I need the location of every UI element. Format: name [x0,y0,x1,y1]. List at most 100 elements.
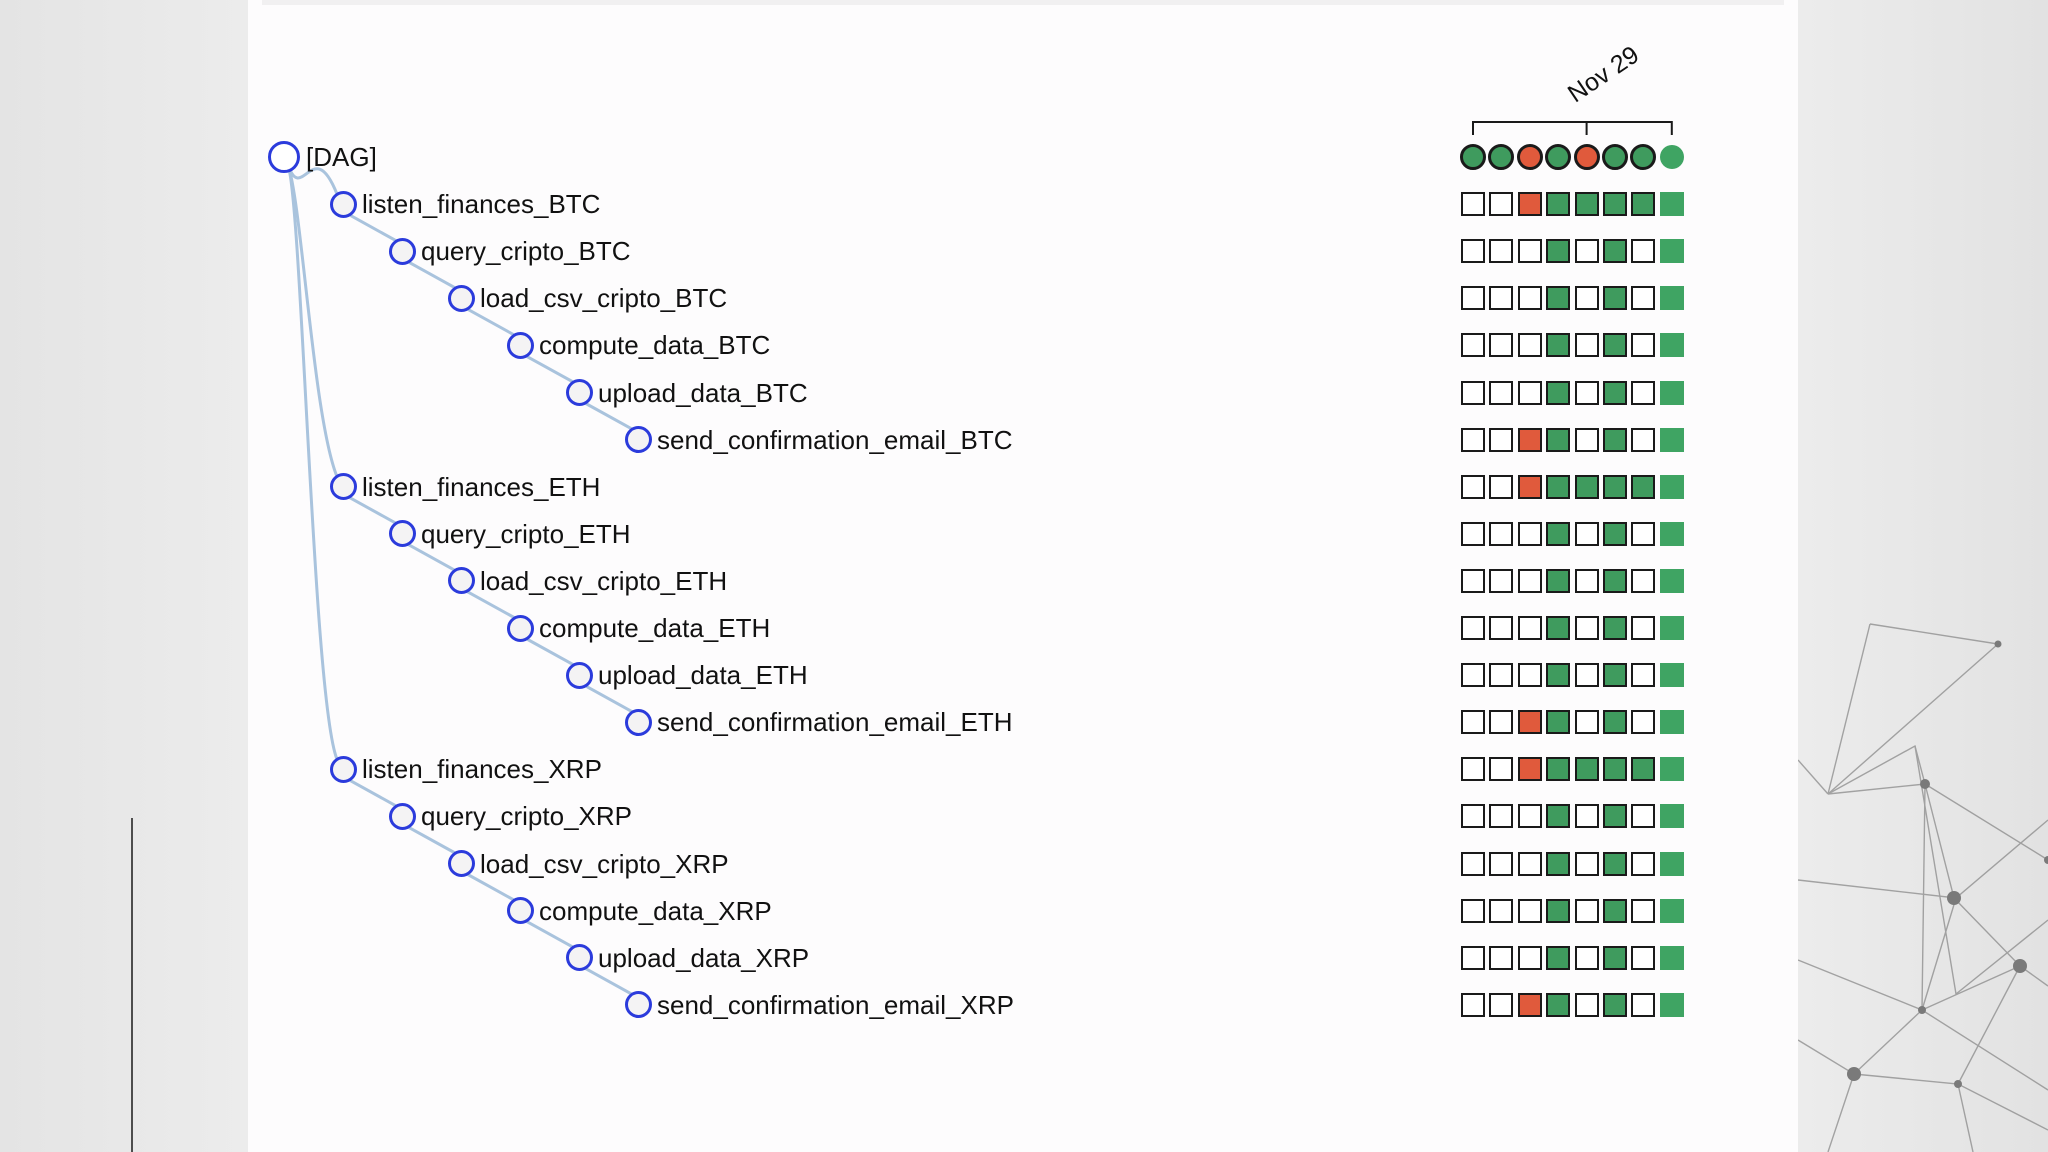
task-instance-cell[interactable] [1659,380,1684,405]
task-instance-cell[interactable] [1517,945,1542,970]
task-instance-cell[interactable] [1574,710,1599,735]
task-label[interactable]: compute_data_XRP [539,895,772,926]
task-instance-cell[interactable] [1517,474,1542,499]
task-instance-cell[interactable] [1603,239,1627,264]
task-instance-cell[interactable] [1489,568,1514,593]
task-instance-cell[interactable] [1574,380,1599,405]
task-label[interactable]: upload_data_ETH [598,660,808,691]
task-instance-cell[interactable] [1461,380,1485,405]
task-label[interactable]: send_confirmation_email_XRP [657,989,1014,1020]
task-label[interactable]: listen_finances_BTC [362,189,601,220]
task-node[interactable] [447,850,475,877]
task-instance-cell[interactable] [1603,192,1627,217]
task-instance-cell[interactable] [1546,851,1571,876]
task-instance-cell[interactable] [1631,663,1656,688]
task-instance-cell[interactable] [1659,474,1684,499]
task-instance-cell[interactable] [1546,757,1571,782]
task-instance-cell[interactable] [1574,333,1599,358]
task-label[interactable]: load_csv_cripto_XRP [480,848,729,879]
task-node[interactable] [506,897,534,925]
task-instance-cell[interactable] [1461,286,1485,311]
task-instance-cell[interactable] [1631,992,1656,1017]
task-instance-cell[interactable] [1489,616,1514,640]
task-instance-cell[interactable] [1517,427,1542,452]
task-instance-cell[interactable] [1574,757,1599,782]
task-instance-cell[interactable] [1574,804,1599,829]
task-instance-cell[interactable] [1659,521,1684,546]
task-instance-cell[interactable] [1603,427,1627,452]
task-node[interactable] [388,237,416,265]
task-instance-cell[interactable] [1631,286,1656,311]
task-instance-cell[interactable] [1603,757,1627,782]
task-instance-cell[interactable] [1489,380,1514,405]
task-instance-cell[interactable] [1489,521,1514,546]
task-instance-cell[interactable] [1461,192,1485,217]
task-label[interactable]: query_cripto_BTC [421,236,631,267]
task-node[interactable] [624,708,652,736]
task-instance-cell[interactable] [1461,427,1485,452]
task-node[interactable] [565,379,593,406]
dag-run-dot[interactable] [1630,144,1657,170]
task-instance-cell[interactable] [1631,898,1656,923]
task-instance-cell[interactable] [1631,333,1656,358]
task-label[interactable]: send_confirmation_email_ETH [657,707,1013,738]
task-instance-cell[interactable] [1546,521,1571,546]
task-instance-cell[interactable] [1517,286,1542,311]
dag-run-dot[interactable] [1659,145,1684,169]
task-instance-cell[interactable] [1659,427,1684,452]
task-instance-cell[interactable] [1546,898,1571,923]
task-label[interactable]: listen_finances_ETH [362,471,601,502]
task-instance-cell[interactable] [1659,992,1684,1017]
task-node[interactable] [624,426,652,454]
task-instance-cell[interactable] [1631,804,1656,829]
task-instance-cell[interactable] [1489,757,1514,782]
task-instance-cell[interactable] [1461,616,1485,640]
task-instance-cell[interactable] [1659,898,1684,923]
task-instance-cell[interactable] [1631,710,1656,735]
task-instance-cell[interactable] [1603,710,1627,735]
task-node[interactable] [388,802,416,830]
task-instance-cell[interactable] [1631,616,1656,640]
task-label[interactable]: query_cripto_ETH [421,518,631,549]
task-instance-cell[interactable] [1603,333,1627,358]
task-instance-cell[interactable] [1489,427,1514,452]
task-instance-cell[interactable] [1574,992,1599,1017]
task-label[interactable]: load_csv_cripto_ETH [480,565,728,596]
task-instance-cell[interactable] [1603,568,1627,593]
task-instance-cell[interactable] [1546,286,1571,311]
task-instance-cell[interactable] [1546,380,1571,405]
task-instance-cell[interactable] [1546,992,1571,1017]
task-instance-cell[interactable] [1631,945,1656,970]
task-instance-cell[interactable] [1574,286,1599,311]
task-instance-cell[interactable] [1517,616,1542,640]
task-instance-cell[interactable] [1603,663,1627,688]
task-instance-cell[interactable] [1603,851,1627,876]
task-instance-cell[interactable] [1546,663,1571,688]
dag-root-label[interactable]: [DAG] [306,142,377,172]
task-instance-cell[interactable] [1517,898,1542,923]
task-instance-cell[interactable] [1461,663,1485,688]
task-instance-cell[interactable] [1461,333,1485,358]
task-instance-cell[interactable] [1517,380,1542,405]
task-instance-cell[interactable] [1659,333,1684,358]
task-node[interactable] [565,661,593,689]
task-instance-cell[interactable] [1603,898,1627,923]
task-instance-cell[interactable] [1574,663,1599,688]
task-node[interactable] [506,614,534,642]
task-instance-cell[interactable] [1517,568,1542,593]
task-instance-cell[interactable] [1631,474,1656,499]
task-instance-cell[interactable] [1574,239,1599,264]
task-instance-cell[interactable] [1603,945,1627,970]
task-node[interactable] [565,944,593,972]
task-instance-cell[interactable] [1461,851,1485,876]
task-instance-cell[interactable] [1461,474,1485,499]
task-instance-cell[interactable] [1603,804,1627,829]
task-instance-cell[interactable] [1489,192,1514,217]
task-instance-cell[interactable] [1659,239,1684,264]
task-instance-cell[interactable] [1574,474,1599,499]
task-label[interactable]: compute_data_BTC [539,330,771,361]
task-instance-cell[interactable] [1517,710,1542,735]
dag-run-dot[interactable] [1488,144,1515,170]
task-instance-cell[interactable] [1546,192,1571,217]
task-instance-cell[interactable] [1517,239,1542,264]
